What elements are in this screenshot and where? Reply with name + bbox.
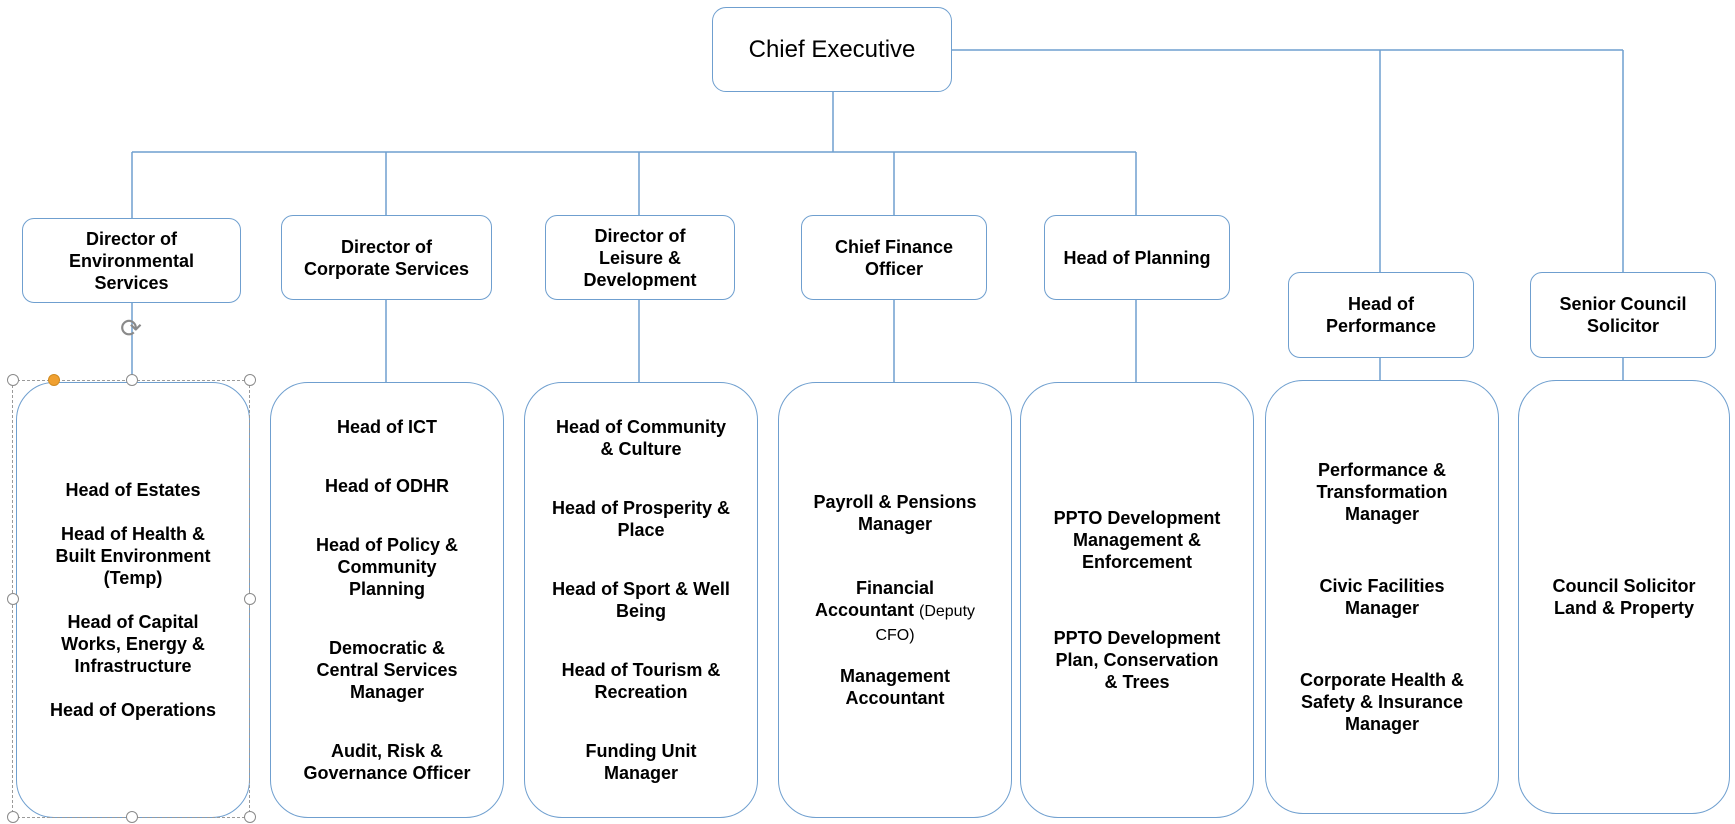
team-item: Head of Prosperity & Place xyxy=(551,497,731,540)
environmental-team-box[interactable]: Head of Estates Head of Health & Built E… xyxy=(16,382,250,818)
team-item: Head of Sport & Well Being xyxy=(552,578,730,621)
adjust-handle[interactable] xyxy=(48,374,60,386)
team-item: Civic Facilities Manager xyxy=(1319,576,1445,618)
team-item: Payroll & Pensions Manager xyxy=(813,492,977,534)
team-item: Head of ICT xyxy=(336,416,437,437)
team-item: Head of Community & Culture xyxy=(555,416,726,459)
director-leisure-box[interactable]: Director of Leisure & Development xyxy=(545,215,735,300)
team-item: Head of Health & Built Environment (Temp… xyxy=(55,524,211,588)
team-item: Corporate Health & Safety & Insurance Ma… xyxy=(1299,670,1465,734)
resize-handle-top[interactable] xyxy=(126,374,138,386)
director-label: Chief Finance Officer xyxy=(834,236,954,279)
team-item: Performance & Transformation Manager xyxy=(1316,460,1448,524)
selection-frame xyxy=(12,380,250,818)
director-label: Senior Council Solicitor xyxy=(1559,294,1687,336)
director-label: Director of Environmental Services xyxy=(68,228,195,293)
director-environmental-box[interactable]: Director of Environmental Services xyxy=(22,218,241,303)
deputy-cfo-note: (Deputy CFO) xyxy=(875,603,976,644)
team-item: PPTO Development Plan, Conservation & Tr… xyxy=(1053,628,1221,692)
director-label: Director of Corporate Services xyxy=(303,236,470,279)
team-item: Audit, Risk & Governance Officer xyxy=(303,741,471,784)
director-label: Director of Leisure & Development xyxy=(583,225,697,290)
director-label: Head of Performance xyxy=(1326,294,1437,336)
rotate-icon[interactable]: ⟳ xyxy=(120,313,142,343)
team-item: Democratic & Central Services Manager xyxy=(316,638,458,703)
team-item: Management Accountant xyxy=(839,666,951,708)
finance-team-box[interactable]: Payroll & Pensions Manager Financial Acc… xyxy=(778,382,1012,818)
resize-handle-top-right[interactable] xyxy=(244,374,256,386)
director-corporate-box[interactable]: Director of Corporate Services xyxy=(281,215,492,300)
resize-handle-left[interactable] xyxy=(7,593,19,605)
team-item: Head of Tourism & Recreation xyxy=(561,660,721,703)
team-item: Head of ODHR xyxy=(324,475,449,496)
resize-handle-top-left[interactable] xyxy=(7,374,19,386)
team-item: Head of Estates xyxy=(65,480,201,500)
team-item: Head of Policy & Community Planning xyxy=(315,534,459,599)
financial-accountant-label: Financial Accountant xyxy=(814,578,935,620)
team-item: Head of Operations xyxy=(49,700,217,720)
resize-handle-bottom-left[interactable] xyxy=(7,811,19,823)
solicitor-team-box[interactable]: Council Solicitor Land & Property xyxy=(1518,380,1730,814)
team-item: PPTO Development Management & Enforcemen… xyxy=(1053,508,1221,572)
senior-council-solicitor-box[interactable]: Senior Council Solicitor xyxy=(1530,272,1716,358)
resize-handle-right[interactable] xyxy=(244,593,256,605)
director-label: Head of Planning xyxy=(1063,247,1211,268)
planning-team-box[interactable]: PPTO Development Management & Enforcemen… xyxy=(1020,382,1254,818)
performance-team-box[interactable]: Performance & Transformation Manager Civ… xyxy=(1265,380,1499,814)
chief-finance-officer-box[interactable]: Chief Finance Officer xyxy=(801,215,987,300)
chief-executive-box[interactable]: Chief Executive xyxy=(712,7,952,92)
head-of-planning-box[interactable]: Head of Planning xyxy=(1044,215,1230,300)
team-item: Funding Unit Manager xyxy=(585,741,697,784)
head-of-performance-box[interactable]: Head of Performance xyxy=(1288,272,1474,358)
team-item: Financial Accountant (Deputy CFO) xyxy=(808,577,983,647)
resize-handle-bottom-right[interactable] xyxy=(244,811,256,823)
corporate-team-box[interactable]: Head of ICT Head of ODHR Head of Policy … xyxy=(270,382,504,818)
team-item: Head of Capital Works, Energy & Infrastr… xyxy=(61,612,205,676)
leisure-team-box[interactable]: Head of Community & Culture Head of Pros… xyxy=(524,382,758,818)
chief-executive-label: Chief Executive xyxy=(748,35,916,63)
team-item: Council Solicitor Land & Property xyxy=(1552,576,1696,618)
resize-handle-bottom[interactable] xyxy=(126,811,138,823)
